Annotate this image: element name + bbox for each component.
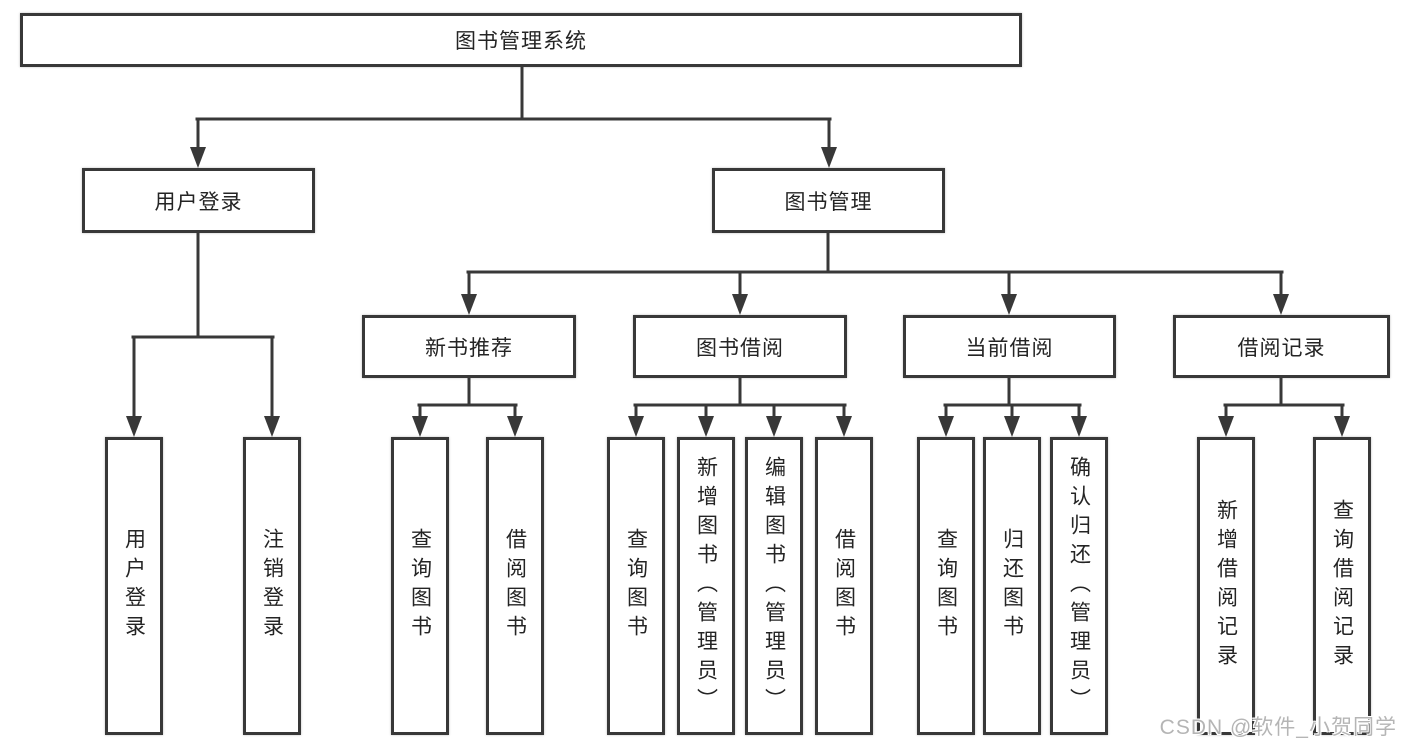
leaf-query-books-borrowing: 查询图书 <box>607 437 665 735</box>
node-label: 归还图书 <box>1000 528 1024 644</box>
node-book-management: 图书管理 <box>712 168 945 233</box>
node-label: 用户登录 <box>154 190 243 214</box>
leaf-query-books-current: 查询图书 <box>917 437 975 735</box>
leaf-return-books: 归还图书 <box>983 437 1041 735</box>
wire-bookmgmt-to-level3 <box>466 231 1284 298</box>
leaf-add-borrow-record: 新增借阅记录 <box>1197 437 1255 735</box>
wire-root-to-level2 <box>195 64 832 151</box>
node-label: 用户登录 <box>122 528 146 644</box>
node-label: 注销登录 <box>260 528 284 644</box>
node-label: 借阅图书 <box>503 528 527 644</box>
wire-newbook-to-leaves <box>417 376 518 420</box>
leaf-borrow-books: 借阅图书 <box>815 437 873 735</box>
wire-borrowing-to-leaves <box>633 376 847 420</box>
wire-userlogin-to-leaves <box>131 231 275 420</box>
node-label: 图书借阅 <box>696 336 784 360</box>
node-label: 借阅记录 <box>1237 336 1326 360</box>
node-label: 查询图书 <box>408 528 432 644</box>
leaf-query-borrow-record: 查询借阅记录 <box>1313 437 1371 735</box>
leaf-confirm-return-admin: 确认归还（管理员） <box>1050 437 1108 735</box>
wire-current-to-leaves <box>943 376 1082 420</box>
node-label: 图书管理 <box>784 190 873 214</box>
node-new-book-recommendation: 新书推荐 <box>362 315 576 378</box>
node-user-login: 用户登录 <box>82 168 315 233</box>
node-label: 编辑图书（管理员） <box>762 455 786 717</box>
leaf-edit-book-admin: 编辑图书（管理员） <box>745 437 803 735</box>
node-label: 借阅图书 <box>832 528 856 644</box>
leaf-query-books-recommend: 查询图书 <box>391 437 449 735</box>
node-current-borrowing: 当前借阅 <box>903 315 1116 378</box>
leaf-logout: 注销登录 <box>243 437 301 735</box>
node-book-borrowing: 图书借阅 <box>633 315 847 378</box>
node-label: 图书管理系统 <box>455 30 587 53</box>
node-label: 新增图书（管理员） <box>694 455 718 717</box>
node-label: 新书推荐 <box>425 336 513 360</box>
leaf-user-login: 用户登录 <box>105 437 163 735</box>
node-label: 查询借阅记录 <box>1330 499 1354 673</box>
wire-records-to-leaves <box>1223 376 1345 420</box>
leaf-add-book-admin: 新增图书（管理员） <box>677 437 735 735</box>
csdn-watermark: CSDN @软件_小贺同学 <box>1159 716 1397 739</box>
node-label: 查询图书 <box>624 528 648 644</box>
node-label: 确认归还（管理员） <box>1067 455 1091 717</box>
node-label: 新增借阅记录 <box>1214 499 1238 673</box>
node-label: 当前借阅 <box>965 336 1054 360</box>
leaf-borrow-books-recommend: 借阅图书 <box>486 437 544 735</box>
node-library-management-system: 图书管理系统 <box>20 13 1022 67</box>
arrowheads <box>126 147 1350 437</box>
node-label: 查询图书 <box>934 528 958 644</box>
node-borrowing-records: 借阅记录 <box>1173 315 1390 378</box>
